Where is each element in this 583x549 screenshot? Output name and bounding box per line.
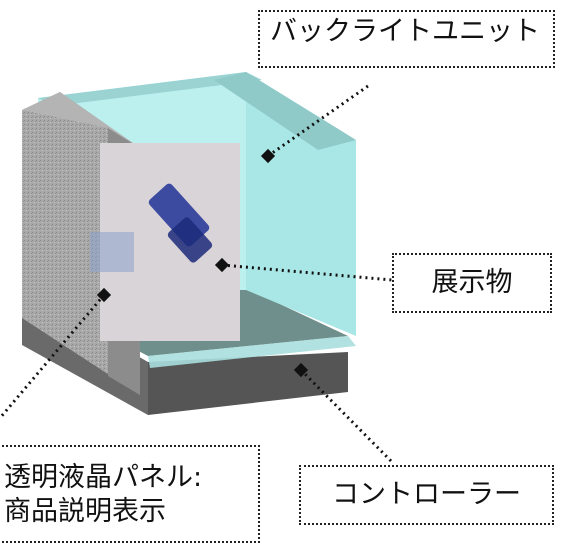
leader-backlight (267, 84, 369, 158)
callout-backlight-unit: バックライトユニット (258, 10, 555, 68)
callout-exhibit: 展示物 (392, 253, 552, 313)
callout-controller: コントローラー (299, 465, 554, 525)
leader-panel-marker (96, 287, 112, 303)
leader-exhibit (221, 263, 393, 282)
base-glass-edge (148, 336, 356, 368)
leader-backlight-marker (260, 148, 276, 164)
callout-panel-line2: 商品説明表示 (4, 495, 166, 527)
callout-panel-line1: 透明液晶パネル: (4, 462, 203, 493)
leader-controller-marker (293, 362, 309, 378)
panel-frame-top (22, 92, 140, 148)
backlight-right-top-edge (214, 72, 356, 150)
callout-transparent-lcd-panel: 透明液晶パネル: 商品説明表示 (0, 445, 260, 543)
backlight-top-edge (38, 72, 262, 106)
exhibit-object (90, 183, 213, 272)
leader-exhibit-marker (214, 257, 230, 273)
